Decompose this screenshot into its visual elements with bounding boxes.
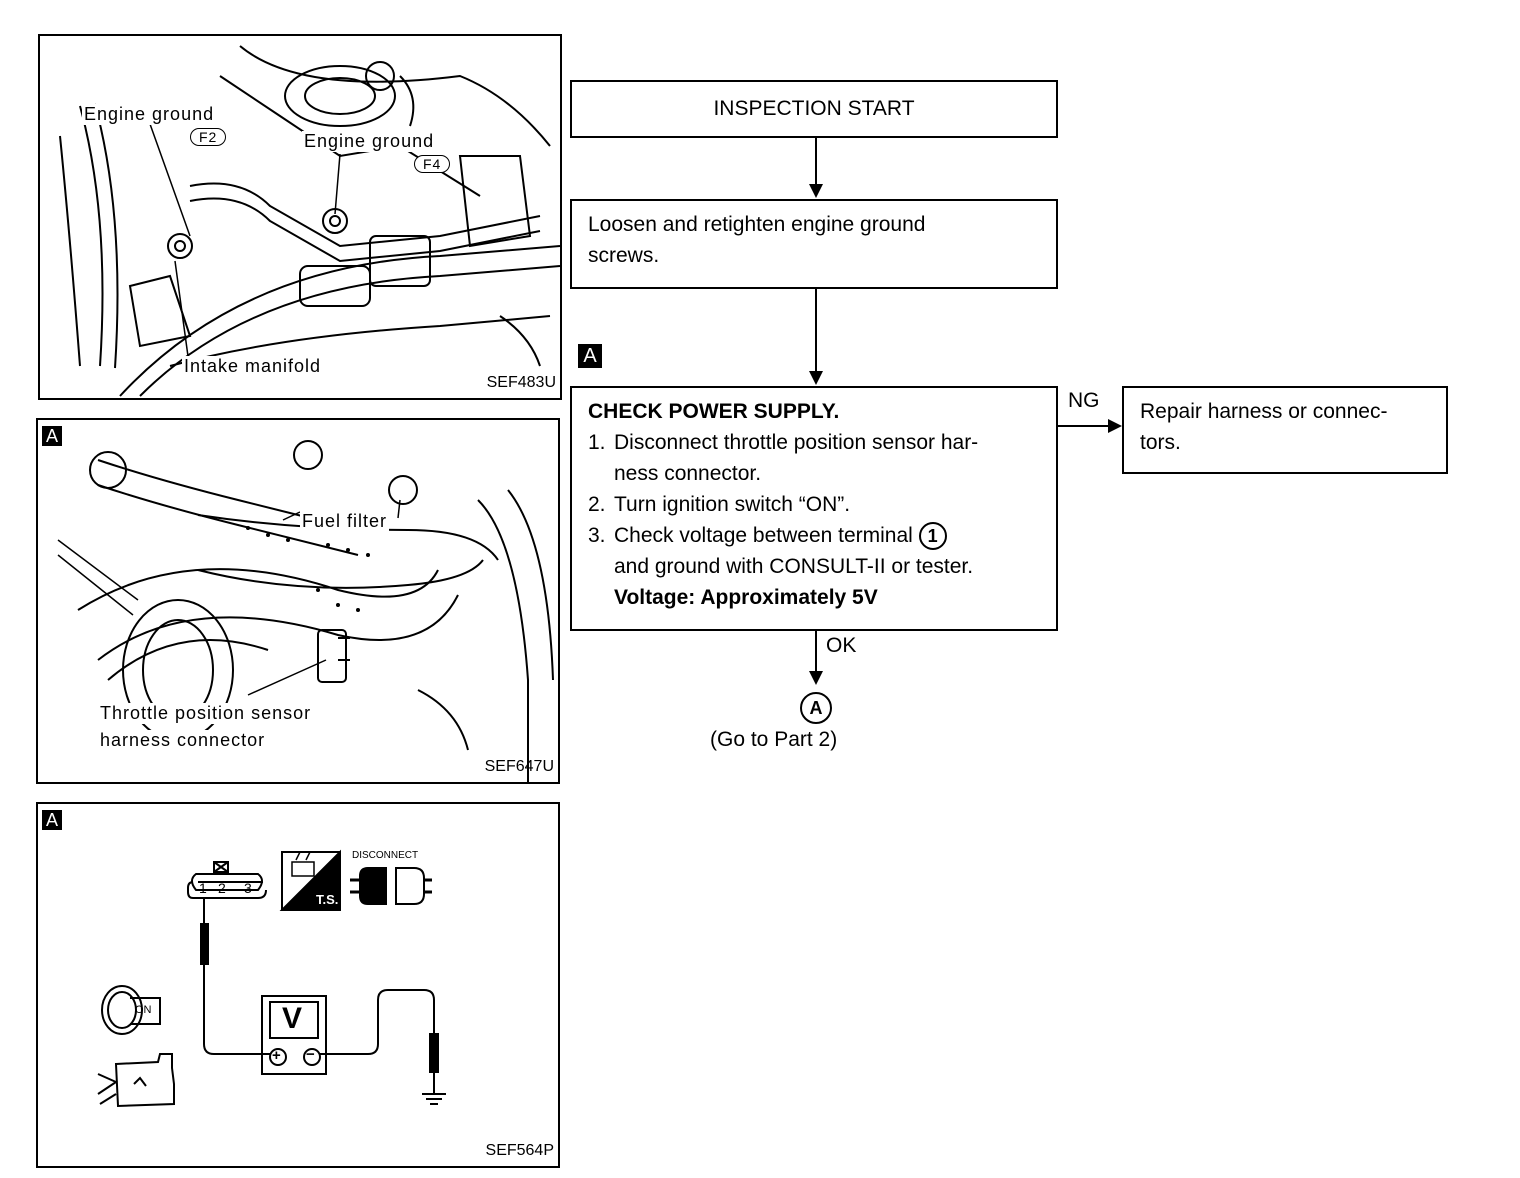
- meter-minus-terminal: −: [306, 1046, 315, 1063]
- check-steps-list: 1. Disconnect throttle position sensor h…: [588, 427, 1040, 613]
- connector-pin-1: 1: [199, 880, 207, 896]
- inspection-start-text: INSPECTION START: [713, 97, 915, 120]
- arrow-ng: [1056, 419, 1122, 433]
- section-a-badge: A: [42, 426, 62, 446]
- repair-harness-box: Repair harness or connec- tors.: [1122, 386, 1448, 474]
- arrow-step1-to-check: [809, 289, 823, 385]
- step-3-line2: and ground with CONSULT-II or tester.: [614, 555, 974, 578]
- section-a-badge: A: [42, 810, 62, 830]
- label-f2: F2: [190, 128, 227, 146]
- figure-voltage-check-diagram: A: [36, 802, 560, 1168]
- figure-throttle-sensor-location: A: [36, 418, 560, 784]
- ignition-on-label: ON: [135, 1004, 152, 1016]
- figure-engine-ground: Engine ground F2 Engine ground F4 Intake…: [38, 34, 562, 400]
- step-3-line1: Check voltage between terminal 1: [614, 520, 1040, 551]
- ts-label: T.S.: [316, 892, 339, 907]
- figure-code: SEF483U: [486, 374, 556, 391]
- meter-v-label: V: [282, 1002, 303, 1035]
- connector-pin-2: 2: [218, 880, 226, 896]
- step-3-text: Check voltage between terminal: [614, 524, 913, 547]
- label-tps-connector-line1: Throttle position sensor: [98, 703, 314, 724]
- step-1-line2: ness connector.: [614, 462, 762, 485]
- check-power-supply-box: CHECK POWER SUPPLY. 1. Disconnect thrott…: [570, 386, 1058, 631]
- label-engine-ground-f2: Engine ground: [82, 104, 217, 125]
- connector-a-letter: A: [809, 698, 823, 718]
- loosen-ground-line2: screws.: [588, 244, 660, 267]
- step-number: 2.: [588, 493, 606, 516]
- label-engine-ground-f4: Engine ground: [302, 131, 437, 152]
- check-section-a-badge: A: [578, 344, 602, 368]
- repair-line2: tors.: [1140, 431, 1181, 454]
- step-number: 3.: [588, 524, 606, 547]
- arrow-ok: [809, 631, 823, 685]
- label-f4: F4: [414, 155, 451, 173]
- figure-code: SEF647U: [484, 758, 554, 775]
- figure-code: SEF564P: [485, 1142, 554, 1159]
- ok-label: OK: [826, 634, 857, 657]
- go-to-part-2: (Go to Part 2): [710, 728, 838, 751]
- label-fuel-filter: Fuel filter: [300, 511, 390, 532]
- arrow-start-to-step1: [809, 138, 823, 198]
- connector-pin-3: 3: [244, 880, 252, 896]
- engine-bay-illustration: [59, 45, 560, 397]
- check-step-1: 1. Disconnect throttle position sensor h…: [588, 427, 1040, 489]
- check-step-2: 2. Turn ignition switch “ON”.: [588, 489, 1040, 520]
- terminal-1-symbol: 1: [918, 522, 947, 551]
- repair-line1: Repair harness or connec-: [1140, 400, 1388, 423]
- disconnect-label: DISCONNECT: [352, 850, 419, 861]
- step-1-line1: Disconnect throttle position sensor har-: [614, 431, 979, 454]
- voltage-check-wiring: [97, 849, 446, 1108]
- label-intake-manifold: Intake manifold: [182, 356, 324, 377]
- ng-label: NG: [1068, 389, 1100, 412]
- connector-a-symbol: A: [800, 692, 832, 724]
- label-tps-connector-line2: harness connector: [98, 730, 268, 751]
- step-number: 1.: [588, 431, 606, 454]
- throttle-body-illustration: [57, 440, 554, 782]
- check-step-3: 3. Check voltage between terminal 1 and …: [588, 520, 1040, 613]
- voltage-spec: Voltage: Approximately 5V: [614, 586, 878, 609]
- loosen-ground-box: Loosen and retighten engine ground screw…: [570, 199, 1058, 289]
- check-power-supply-title: CHECK POWER SUPPLY.: [588, 400, 840, 423]
- meter-plus-terminal: +: [272, 1047, 281, 1064]
- inspection-start-box: INSPECTION START: [570, 80, 1058, 138]
- step-2-line1: Turn ignition switch “ON”.: [614, 493, 851, 516]
- loosen-ground-line1: Loosen and retighten engine ground: [588, 213, 926, 236]
